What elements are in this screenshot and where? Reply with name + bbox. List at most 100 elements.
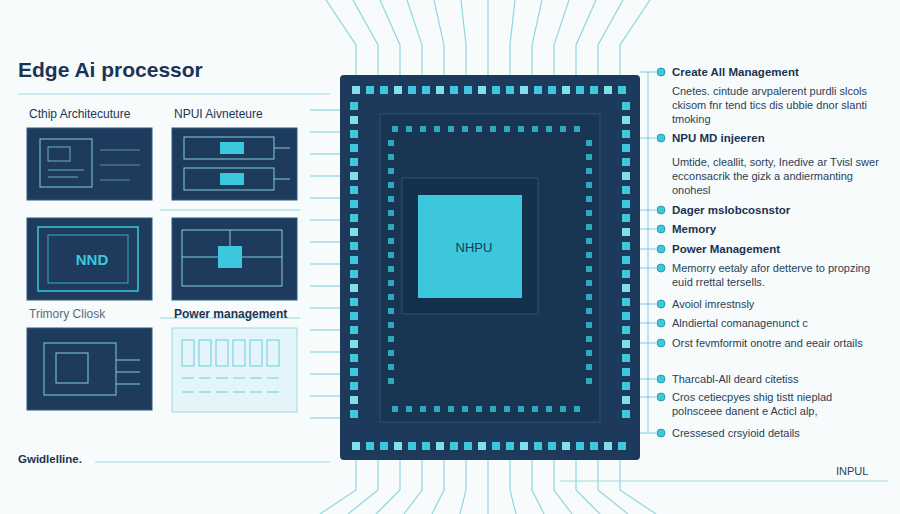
chip-pad: [618, 442, 626, 450]
trace: [487, 460, 488, 514]
bullet-dot: [657, 393, 665, 401]
cell: [267, 378, 279, 379]
chip-pad: [420, 126, 426, 132]
chip-pad: [350, 200, 358, 208]
chip-pad: [350, 354, 358, 362]
chip-pad: [492, 442, 500, 450]
chip-pad: [590, 442, 598, 450]
trace: [310, 175, 340, 176]
chip-pad: [560, 126, 566, 132]
chip-pad: [562, 86, 570, 94]
chip-pad: [622, 186, 630, 194]
chip-pad: [464, 442, 472, 450]
trace: [598, 460, 628, 514]
list-heading: NPU MD injeeren: [672, 131, 884, 145]
chip-pad: [388, 168, 394, 174]
cell: [182, 378, 194, 379]
chip-pad: [622, 354, 630, 362]
chip-pad: [622, 270, 630, 278]
chip-pad: [350, 340, 358, 348]
architecture-panel: [27, 128, 152, 200]
chip-pad: [450, 442, 458, 450]
list-heading: Memory: [672, 222, 884, 236]
chip-pad: [586, 308, 592, 314]
cell: [250, 340, 262, 366]
chip-pad: [350, 256, 358, 264]
chip-pad: [506, 86, 514, 94]
chip-pad: [622, 312, 630, 320]
panel-box: NND: [48, 235, 136, 283]
chip-pad: [574, 126, 580, 132]
cell: [267, 340, 279, 366]
bullet-dot: [657, 339, 665, 347]
chip-pad: [576, 442, 584, 450]
footer-rule: [95, 462, 330, 463]
chip-pad: [350, 130, 358, 138]
trace: [510, 0, 515, 75]
trace: [160, 209, 300, 210]
chip-pad: [448, 406, 454, 412]
trace: [310, 373, 340, 374]
leader-lines: [640, 68, 665, 437]
chip-pad: [350, 368, 358, 376]
chip-pad: [450, 86, 458, 94]
chip-pad: [388, 140, 394, 146]
chip-pad: [604, 442, 612, 450]
trace: [598, 0, 623, 75]
chip-pad: [562, 442, 570, 450]
cell: [250, 392, 262, 393]
chip-pad: [408, 442, 416, 450]
chip-pad: [586, 322, 592, 328]
bullet-dot: [657, 225, 665, 233]
leader-line: [640, 138, 656, 139]
trace: [348, 460, 378, 514]
chip-pad: [392, 126, 398, 132]
chip-pad: [532, 406, 538, 412]
chip-pad: [622, 144, 630, 152]
trace: [461, 0, 466, 75]
chip-pad: [574, 406, 580, 412]
chip-pad: [586, 224, 592, 230]
chip-pad: [464, 86, 472, 94]
chip-pad: [622, 242, 630, 250]
chip-pad: [534, 442, 542, 450]
chip-pad: [380, 86, 388, 94]
chip-pad: [350, 144, 358, 152]
chip-pad: [366, 86, 374, 94]
chip-pad: [394, 442, 402, 450]
chip-pad: [388, 336, 394, 342]
trace: [310, 263, 340, 264]
chip-pad: [388, 196, 394, 202]
chip-pad: [586, 350, 592, 356]
chip-pad: [408, 86, 416, 94]
chip-pad: [518, 126, 524, 132]
chip-pad: [590, 86, 598, 94]
leader-line: [640, 304, 656, 305]
title-rule: [18, 94, 330, 95]
chip-pad: [586, 364, 592, 370]
chip-pad: [622, 410, 630, 418]
bullet-dot: [657, 375, 665, 383]
leader-line: [640, 379, 656, 380]
chip-pad: [548, 442, 556, 450]
cell: [199, 392, 211, 393]
trace: [320, 460, 356, 514]
chip-pad: [546, 126, 552, 132]
chip-pad: [622, 298, 630, 306]
chip-pad: [504, 406, 510, 412]
chip-pad: [350, 382, 358, 390]
cell: [267, 392, 279, 393]
list-text: Cressesed crsyioid details: [672, 426, 884, 440]
power-panel: [172, 328, 297, 412]
chip-pad: [504, 126, 510, 132]
chip-pad: [350, 410, 358, 418]
chip-pad: [520, 86, 528, 94]
chip-pad: [388, 350, 394, 356]
chip-pad: [388, 280, 394, 286]
chip-pad: [622, 396, 630, 404]
trace: [432, 460, 444, 514]
cell: [216, 392, 228, 393]
chip-pad: [388, 224, 394, 230]
chip-pad: [586, 168, 592, 174]
panel-box: Cthip Architecuture: [27, 128, 152, 200]
